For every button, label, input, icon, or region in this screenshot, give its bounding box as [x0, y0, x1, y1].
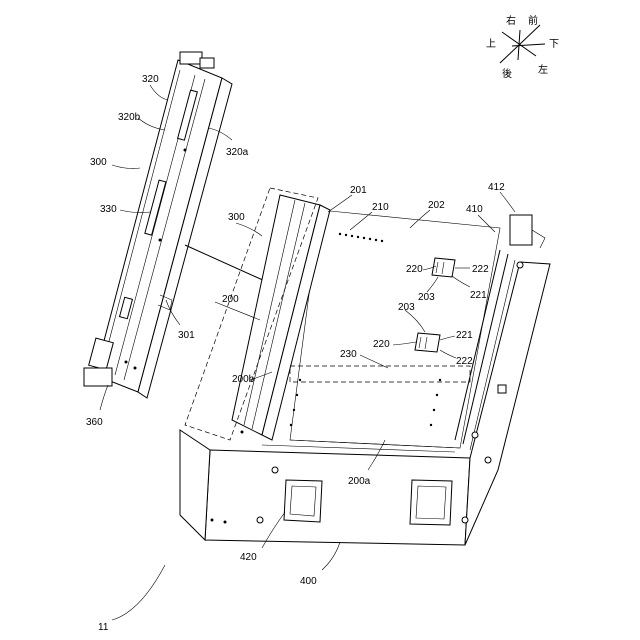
- ref-420: 420: [240, 552, 257, 563]
- ref-412: 412: [488, 182, 505, 193]
- ref-221-bottom: 221: [456, 330, 473, 341]
- end-fitting-top: [180, 52, 202, 64]
- ref-200b: 200b: [232, 374, 255, 385]
- ref-222-top: 222: [472, 264, 489, 275]
- dir-right-label: 右: [506, 14, 516, 27]
- ref-203-top: 203: [418, 292, 435, 303]
- ref-300-left: 300: [90, 157, 107, 168]
- ref-200a: 200a: [348, 476, 371, 487]
- ref-221-top: 221: [470, 290, 487, 301]
- ref-220-bottom: 220: [373, 339, 390, 350]
- left-end-panel: [180, 430, 210, 540]
- ref-230: 230: [340, 349, 357, 360]
- ref-220-top: 220: [406, 264, 423, 275]
- motor-base: [84, 368, 112, 386]
- ref-222-bottom: 222: [456, 356, 473, 367]
- dir-left-label: 左: [538, 63, 548, 76]
- hole-column: [290, 379, 441, 426]
- direction-legend: 右 前 上 下 後 左: [486, 14, 559, 80]
- ref-210: 210: [372, 202, 389, 213]
- ref-320: 320: [142, 74, 159, 85]
- ref-410: 410: [466, 204, 483, 215]
- bracket-412: [510, 215, 532, 245]
- figure-number: 11: [98, 622, 109, 633]
- ref-301: 301: [178, 330, 195, 341]
- ref-202: 202: [428, 200, 445, 211]
- part-230: [290, 366, 470, 382]
- hole-row-210: [339, 233, 383, 242]
- ref-360: 360: [86, 417, 103, 428]
- ref-201: 201: [350, 185, 367, 196]
- ref-300-mid: 300: [228, 212, 245, 223]
- axis-horizontal: [512, 44, 545, 46]
- dir-up-label: 上: [486, 38, 496, 50]
- dir-front-label: 前: [528, 14, 538, 27]
- clip-220-lower: [415, 333, 440, 352]
- ref-203-bottom: 203: [398, 302, 415, 313]
- ref-400: 400: [300, 576, 317, 587]
- right-panel-400: [465, 262, 550, 545]
- ref-330: 330: [100, 204, 117, 215]
- main-frame: [180, 188, 550, 545]
- dir-down-label: 下: [549, 39, 559, 50]
- dir-back-label: 後: [502, 67, 512, 80]
- ref-320a: 320a: [226, 147, 249, 158]
- ref-200: 200: [222, 294, 239, 305]
- ref-320b: 320b: [118, 112, 141, 123]
- unit-300: [84, 52, 232, 398]
- clip-220-upper: [432, 258, 455, 277]
